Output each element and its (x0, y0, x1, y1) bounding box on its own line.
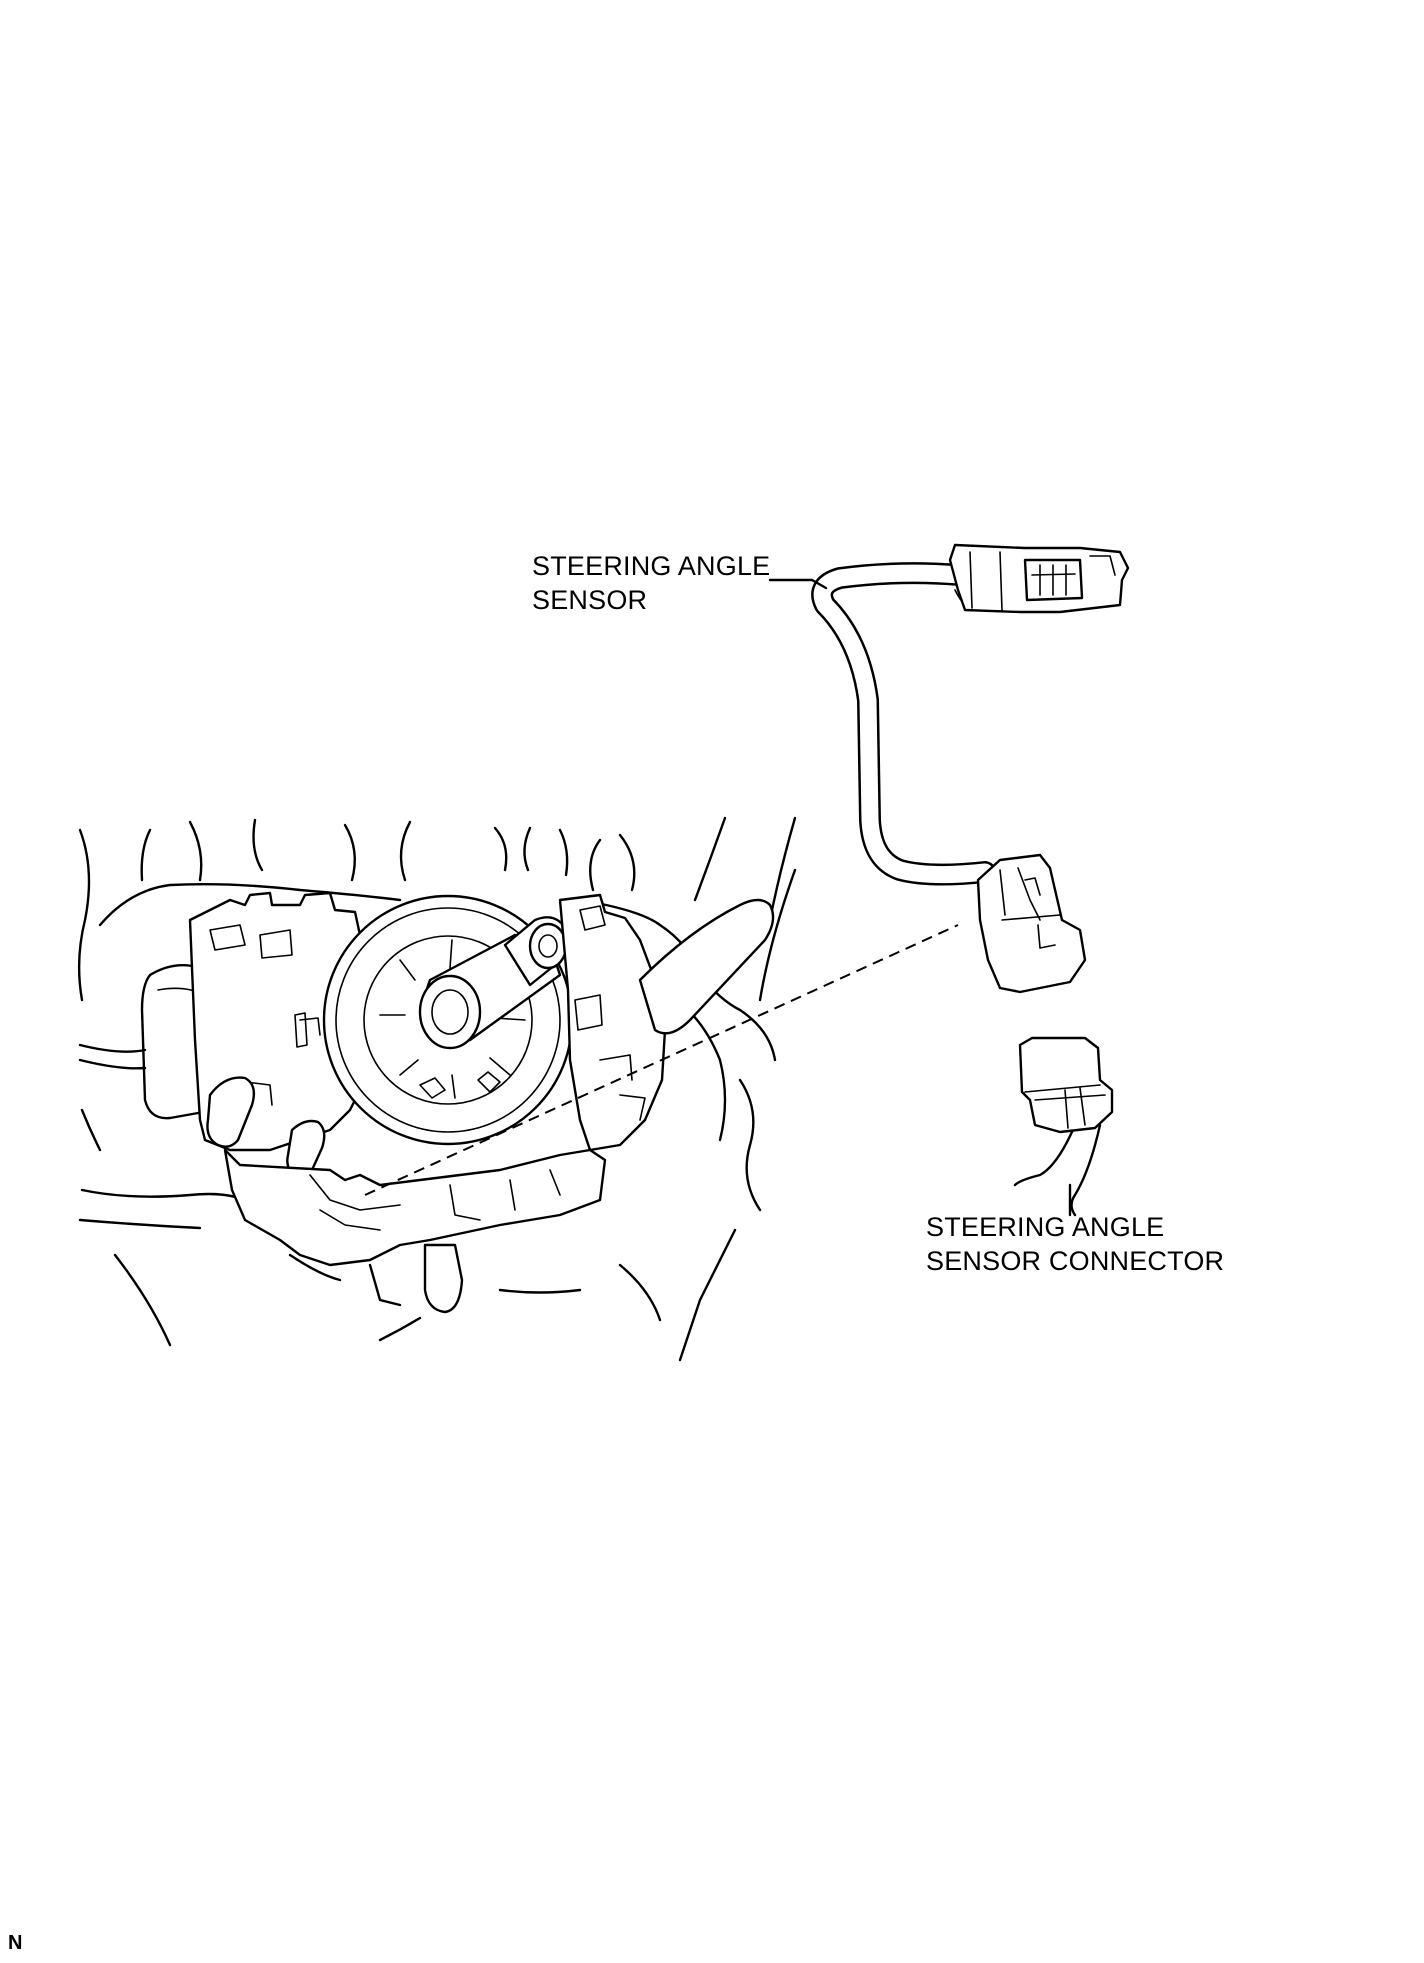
steering-column-assembly (77, 816, 797, 1362)
figure-code: N (8, 1932, 23, 1954)
steering-angle-sensor-connector-label-line-2: SENSOR CONNECTOR (926, 1246, 1225, 1276)
steering-angle-sensor-connector-label: STEERING ANGLE SENSOR CONNECTOR (926, 1210, 1224, 1278)
steering-angle-sensor-label-line-2: SENSOR (532, 585, 648, 615)
connection-indicator-line (364, 924, 959, 1196)
steering-angle-sensor-connector-part (1013, 1036, 1114, 1217)
steering-angle-sensor-label: STEERING ANGLE SENSOR (532, 549, 770, 617)
steering-angle-sensor-connector-label-line-1: STEERING ANGLE (926, 1212, 1165, 1242)
sensor-leader-line (768, 578, 828, 590)
steering-angle-sensor-assembly (811, 543, 1130, 994)
steering-angle-sensor-label-line-1: STEERING ANGLE (532, 551, 771, 581)
